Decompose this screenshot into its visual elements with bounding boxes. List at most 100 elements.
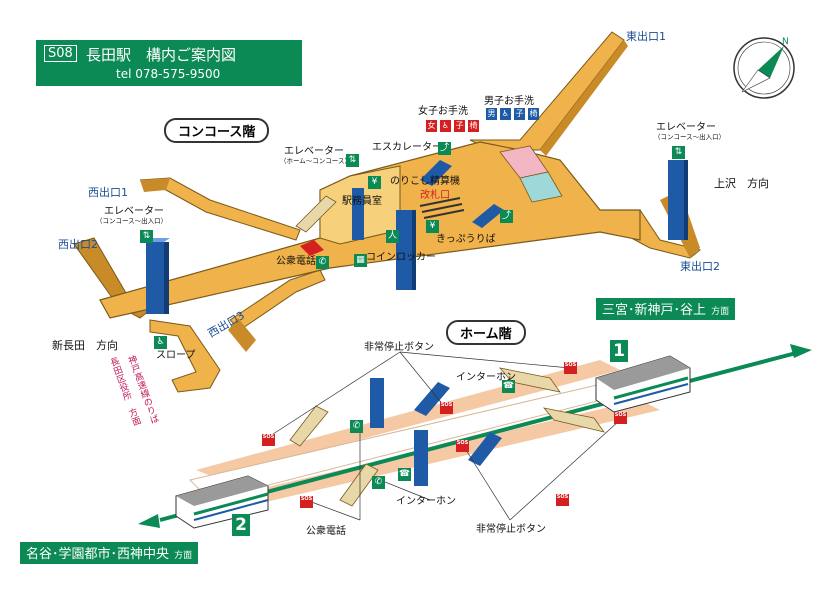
elevator-center-label: エレベーター (284, 146, 344, 157)
exit-west2-label: 西出口2 (58, 238, 98, 251)
exit-corridor-west1 (139, 177, 301, 241)
phone-booth (300, 240, 324, 256)
slope-label: スロープ (156, 350, 196, 361)
public-phone-platform-label: 公衆電話 (306, 526, 346, 537)
exit-east2-label: 東出口2 (680, 260, 720, 273)
slope-ramp (149, 319, 221, 393)
elevator-shaft-center2 (352, 188, 364, 240)
womens-restroom-label: 女子お手洗 (418, 106, 468, 117)
elevator-right-label: エレベーター (656, 122, 716, 133)
emergency-button-top-label: 非常停止ボタン (364, 342, 434, 353)
sos-icon: SOS (556, 494, 569, 506)
sos-icon: SOS (614, 412, 627, 424)
fare-adjust-label: のりこし精算機 (390, 176, 460, 187)
restroom-icon: 男 (486, 108, 497, 120)
direction-banner-sannomiya: 三宮･新神戸･谷上 方面 (596, 298, 736, 320)
ticket-vending-label: きっぷうりば (436, 234, 496, 245)
exit-east1-label: 東出口1 (626, 30, 666, 43)
track-number-1: 1 (610, 340, 628, 362)
track-number-2: 2 (232, 514, 250, 536)
emergency-button-bottom-label: 非常停止ボタン (476, 524, 546, 535)
ticket-gate-label: 改札口 (420, 190, 450, 201)
elevator-shaft-left (146, 238, 170, 314)
ticket-gate-bars (419, 197, 465, 219)
restroom-icon: 子 (454, 120, 465, 132)
direction-sannomiya-suffix: 方面 (711, 307, 730, 317)
station-code: S08 (44, 45, 77, 62)
escalator-platform-1 (414, 382, 450, 416)
sos-icon: SOS (456, 440, 469, 452)
public-phone-concourse-label: 公衆電話 (276, 256, 316, 267)
track-arrow-right (790, 344, 812, 358)
floor-label-platform: ホーム階 (446, 320, 526, 345)
exit-corridor-east1 (469, 31, 628, 156)
svg-text:N: N (782, 37, 789, 47)
stairs-platform-3 (498, 367, 561, 393)
escalator-icon: ⤴ (500, 210, 513, 223)
coin-locker-label: コインロッカー (366, 252, 436, 263)
staff-room-label: 駅務員室 (342, 196, 382, 207)
track-arrow-left (138, 514, 160, 528)
stairs-platform-2 (339, 463, 379, 507)
restroom-icon: 椅 (528, 108, 539, 120)
header-banner: S08 長田駅 構内ご案内図 tel 078-575-9500 (36, 40, 302, 86)
direction-banner-nadani: 名谷･学園都市･西神中央 方面 (20, 542, 199, 564)
stairs-platform-1 (289, 405, 329, 447)
intercom-icon: ☎ (398, 468, 411, 481)
escalator-concourse-1 (420, 160, 452, 186)
compass-icon: N (733, 37, 795, 99)
elevator-platform-1 (370, 378, 384, 428)
restroom-icon: 子 (514, 108, 525, 120)
restroom-icon: ♿ (500, 108, 511, 120)
intercom-top-label: インターホン (456, 372, 516, 383)
direction-sannomiya: 三宮･新神戸･谷上 (602, 303, 707, 318)
elevator-icon: ⇅ (346, 154, 359, 167)
elevator-center-sub: （ホーム～コンコース） (280, 157, 351, 165)
ticket-icon: ¥ (426, 220, 439, 233)
restroom-icon: 女 (426, 120, 437, 132)
train-left (175, 475, 269, 529)
sos-icon: SOS (440, 402, 453, 414)
elevator-right-sub: （コンコース～出入口） (654, 133, 726, 141)
elevator-icon: ⇅ (140, 230, 153, 243)
escalator-icon: ⤴ (438, 142, 451, 155)
elevator-left-label: エレベーター (104, 206, 164, 217)
stairs-platform-4 (542, 407, 605, 433)
direction-kamisawa: 上沢 方向 (714, 177, 769, 190)
elevator-left-sub: （コンコース～出入口） (96, 217, 168, 225)
phone-icon: ✆ (350, 420, 363, 433)
elevator-shaft-right (668, 160, 688, 240)
staff-icon: 人 (386, 230, 399, 243)
callout-lines (269, 351, 621, 521)
exit-corridor-west3 (228, 269, 326, 352)
locker-icon: ▦ (354, 254, 367, 267)
elevator-icon: ⇅ (672, 146, 685, 159)
phone-number: tel 078-575-9500 (116, 67, 221, 81)
elevator-shaft-center (396, 210, 416, 290)
escalator-concourse-2 (472, 204, 504, 228)
stairs-concourse-left (295, 195, 337, 233)
intercom-icon: ☎ (502, 380, 515, 393)
direction-nadani-suffix: 方面 (174, 551, 193, 561)
direction-shinnagata: 新長田 方向 (52, 339, 118, 352)
restroom-teal (519, 171, 563, 203)
train-right (595, 355, 691, 413)
wheelchair-icon: ♿ (154, 336, 167, 349)
floor-label-concourse: コンコース階 (164, 118, 270, 143)
phone-icon: ✆ (316, 256, 329, 269)
ticket-icon: ¥ (368, 176, 381, 189)
sos-icon: SOS (262, 434, 275, 446)
elevator-platform-2 (414, 430, 428, 486)
intercom-bottom-label: インターホン (396, 496, 456, 507)
restroom-icon: ♿ (440, 120, 451, 132)
phone-icon: ✆ (372, 476, 385, 489)
restroom-icon: 椅 (468, 120, 479, 132)
sos-icon: SOS (300, 496, 313, 508)
direction-nadani: 名谷･学園都市･西神中央 (26, 547, 170, 562)
page-title: 長田駅 構内ご案内図 (86, 46, 237, 64)
sos-icon: SOS (564, 362, 577, 374)
mens-restroom-label: 男子お手洗 (484, 96, 534, 107)
escalator-label: エスカレーター (372, 142, 442, 153)
exit-west1-label: 西出口1 (88, 186, 128, 199)
